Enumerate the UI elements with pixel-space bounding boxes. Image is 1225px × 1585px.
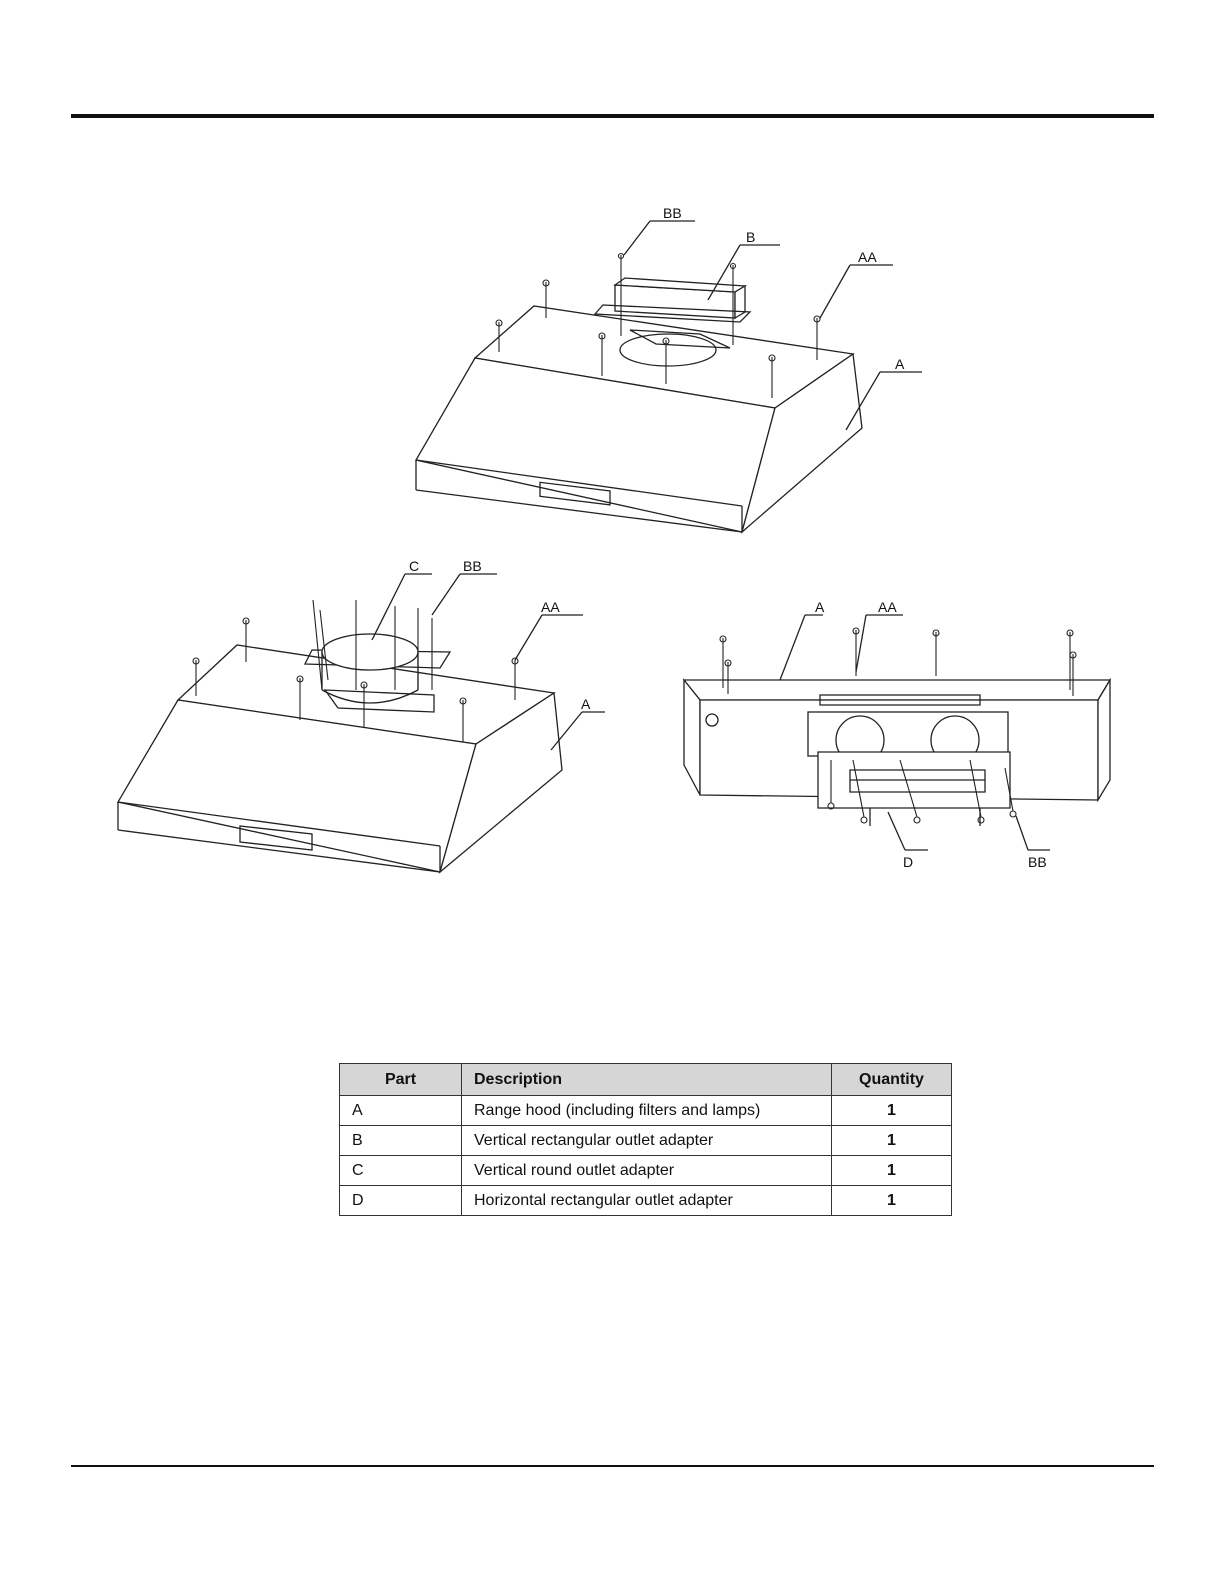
table-row: A Range hood (including filters and lamp… [340, 1096, 952, 1126]
callout-left-c: C [409, 558, 419, 574]
hood-left-view [118, 574, 605, 872]
quantity-cell: 1 [832, 1096, 952, 1126]
parts-table: Part Description Quantity A Range hood (… [339, 1063, 952, 1216]
footer-rule [71, 1465, 1154, 1467]
callout-top-bb: BB [663, 205, 682, 221]
header-description: Description [462, 1064, 832, 1096]
callout-left-aa: AA [541, 599, 560, 615]
quantity-cell: 1 [832, 1126, 952, 1156]
callout-left-a: A [581, 696, 591, 712]
parts-table-header: Part Description Quantity [340, 1064, 952, 1096]
header-part: Part [340, 1064, 462, 1096]
description-cell: Vertical rectangular outlet adapter [462, 1126, 832, 1156]
part-cell: D [340, 1186, 462, 1216]
callout-right-d: D [903, 854, 913, 870]
quantity-cell: 1 [832, 1156, 952, 1186]
callout-top-a: A [895, 356, 905, 372]
range-hood-assembly-diagram: BB B AA A C BB AA A A AA D BB [0, 0, 1225, 900]
table-row: B Vertical rectangular outlet adapter 1 [340, 1126, 952, 1156]
callout-right-a: A [815, 599, 825, 615]
part-cell: A [340, 1096, 462, 1126]
description-cell: Range hood (including filters and lamps) [462, 1096, 832, 1126]
callout-right-aa: AA [878, 599, 897, 615]
callout-left-bb: BB [463, 558, 482, 574]
table-row: C Vertical round outlet adapter 1 [340, 1156, 952, 1186]
callout-top-aa: AA [858, 249, 877, 265]
hood-right-view [684, 615, 1110, 850]
part-cell: C [340, 1156, 462, 1186]
callout-top-b: B [746, 229, 755, 245]
quantity-cell: 1 [832, 1186, 952, 1216]
callout-right-bb: BB [1028, 854, 1047, 870]
header-quantity: Quantity [832, 1064, 952, 1096]
description-cell: Vertical round outlet adapter [462, 1156, 832, 1186]
part-cell: B [340, 1126, 462, 1156]
description-cell: Horizontal rectangular outlet adapter [462, 1186, 832, 1216]
table-row: D Horizontal rectangular outlet adapter … [340, 1186, 952, 1216]
hood-top-view [416, 221, 922, 532]
